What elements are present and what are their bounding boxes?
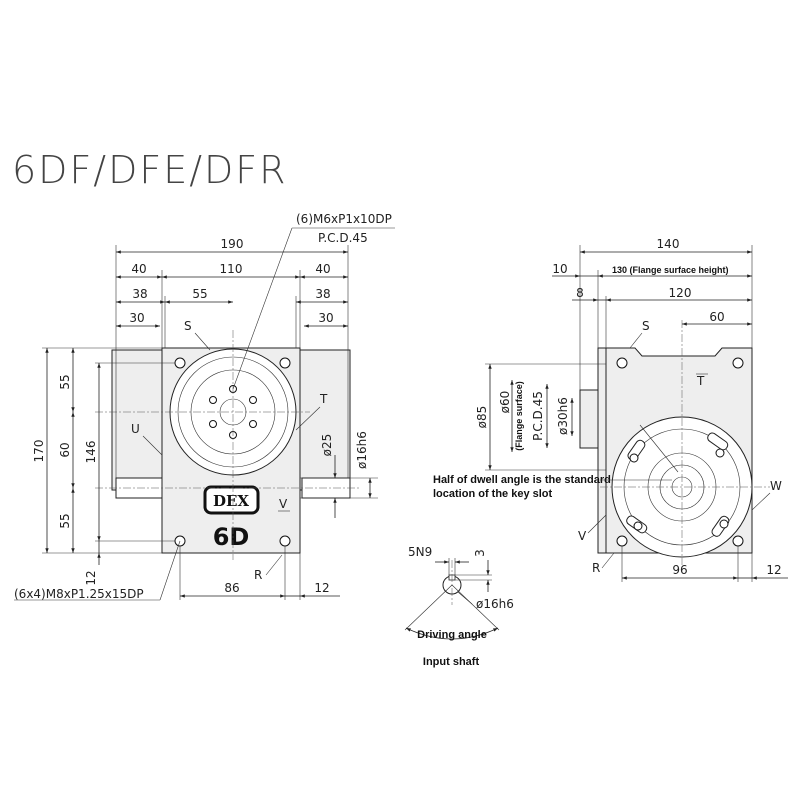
side-face-label-t: T (696, 374, 705, 388)
leader-line (751, 492, 771, 511)
dim-55-top: 55 (192, 287, 207, 301)
shaft-dia: ø16h6 (476, 597, 514, 611)
side-face-label-v: V (578, 529, 587, 543)
leader-line (142, 435, 163, 456)
mounting-hole (279, 535, 291, 547)
left-side-plate (111, 349, 163, 491)
input-shaft-detail: 5N9 3 ø16h6 Driving angle Input shaft (404, 545, 514, 668)
dim-10: 10 (552, 262, 567, 276)
side-hole (633, 521, 643, 531)
input-shaft-caption: Input shaft (423, 656, 480, 668)
driving-angle-arc (405, 627, 499, 640)
mounting-hole (174, 357, 186, 369)
dim-140: 140 (657, 237, 680, 251)
side-mounting-hole (732, 357, 744, 369)
dim-38-left: 38 (132, 287, 147, 301)
side-flange-boss (579, 389, 599, 449)
key-depth: 3 (473, 549, 487, 557)
driving-angle-label: Driving angle (417, 629, 487, 641)
front-view: DEX 6D 190 40 110 40 38 55 38 30 30 (14, 212, 395, 601)
dim-30-left: 30 (129, 311, 144, 325)
dim-12-side: 12 (766, 563, 781, 577)
dim-120: 120 (669, 286, 692, 300)
leader-line (159, 540, 181, 601)
mounting-hole (279, 357, 291, 369)
logo-brand: DEX (213, 492, 249, 510)
dim-12-bottom: 12 (314, 581, 329, 595)
dim-30-right: 30 (318, 311, 333, 325)
side-pcd: P.C.D.45 (531, 391, 545, 441)
side-mounting-hole (616, 535, 628, 547)
angle-line-left (404, 584, 453, 631)
pcd-hole (249, 420, 257, 428)
tapped-holes-bottom-callout: (6x4)M8xP1.25x15DP (14, 587, 144, 601)
side-face-label-r: R (592, 561, 600, 575)
dim-dia-85: ø85 (475, 406, 489, 429)
leader-line (295, 406, 321, 431)
dim-dia-60: ø60 (498, 391, 512, 414)
dim-110: 110 (220, 262, 243, 276)
dim-dia-30h6: ø30h6 (556, 397, 570, 435)
dim-60-side: 60 (58, 442, 72, 457)
side-face-label-w: W (770, 479, 782, 493)
dim-40-left: 40 (131, 262, 146, 276)
face-label-t: T (319, 392, 328, 406)
dim-96: 96 (672, 563, 687, 577)
pcd-hole (249, 396, 257, 404)
leader-line (639, 424, 679, 473)
side-mounting-hole (732, 535, 744, 547)
slot (707, 432, 729, 451)
dim-170: 170 (32, 440, 46, 463)
key-slot-note-line1: Half of dwell angle is the standard (433, 474, 611, 486)
leader-line (587, 514, 607, 534)
dim-60-side: 60 (709, 310, 724, 324)
key-width: 5N9 (408, 545, 432, 559)
logo-model: 6D (213, 523, 250, 551)
leader-line (601, 552, 615, 569)
side-hole (719, 519, 729, 529)
dim-130-flange-height: 130 (Flange surface height) (612, 265, 729, 275)
flange-surface-note: (Flange surface) (514, 381, 524, 451)
side-mounting-hole (616, 357, 628, 369)
leader-line (629, 332, 643, 349)
leader-line (194, 332, 211, 351)
drawing-title: 6DF/DFE/DFR (12, 148, 288, 192)
side-face-label-s: S (642, 319, 650, 333)
dim-38-right: 38 (315, 287, 330, 301)
mounting-holes (174, 357, 291, 547)
dim-dia-16h6: ø16h6 (355, 431, 369, 469)
dim-55-side-bot: 55 (58, 513, 72, 528)
logo-badge (203, 485, 260, 515)
dim-8: 8 (576, 286, 584, 300)
side-hole (715, 448, 725, 458)
leader-line (232, 227, 293, 390)
face-label-u: U (131, 422, 140, 436)
key-slot-note-line2: location of the key slot (433, 488, 553, 500)
pcd-hole (209, 396, 217, 404)
dim-55-side-top: 55 (58, 374, 72, 389)
dim-146: 146 (84, 441, 98, 464)
dim-86: 86 (224, 581, 239, 595)
leader-line (265, 554, 283, 576)
dim-12-left: 12 (84, 570, 98, 585)
side-flange-plate (597, 347, 607, 554)
right-side-plate (299, 349, 351, 491)
dim-190: 190 (221, 237, 244, 251)
dim-dia-25: ø25 (320, 434, 334, 457)
angle-line-right (451, 584, 500, 631)
tapped-holes-callout: (6)M6xP1x10DP (296, 212, 392, 226)
face-label-v: V (279, 497, 288, 511)
pcd-callout: P.C.D.45 (318, 231, 368, 245)
face-label-s: S (184, 319, 192, 333)
pcd-hole (209, 420, 217, 428)
side-view: 140 10 130 (Flange surface height) 8 120… (433, 237, 788, 582)
face-label-r: R (254, 568, 262, 582)
side-hole (629, 453, 639, 463)
dim-40-right: 40 (315, 262, 330, 276)
